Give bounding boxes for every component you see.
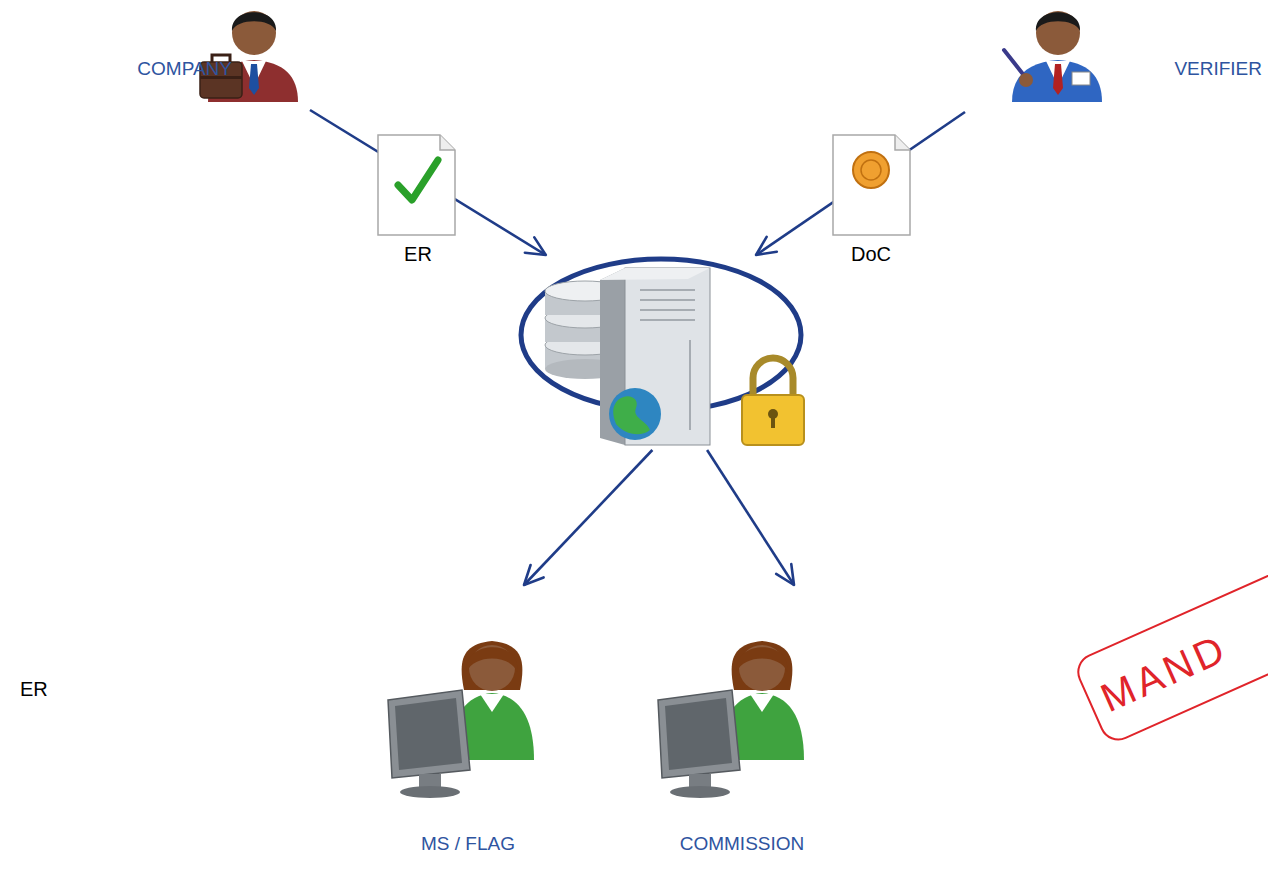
cut-off-label: ER [20,678,48,701]
ms-flag-user-icon [388,641,534,798]
actor-label: COMPANY [137,58,232,80]
flow-arrow [524,450,652,585]
document-label: ER [404,243,432,266]
member-state-user: MS / FLAG [380,585,560,800]
ellipse-ring [521,259,801,411]
actor-label: COMMISSION [680,833,805,855]
stamp-border [1073,541,1268,745]
flow-arrow [310,110,546,255]
verifier-actor: VERIFIER [965,0,1100,112]
commission-user: COMMISSION [650,585,830,800]
verifier-person-icon [1004,11,1102,102]
flow-arrow [707,450,794,585]
actor-label: MS / FLAG [421,833,515,855]
er-document-icon [378,135,455,235]
commission-user-icon [658,641,804,798]
company-actor: COMPANY [200,0,310,110]
stamp-text: MAND [1094,625,1235,721]
ellipse-outline [517,255,805,450]
document-label: DoC [851,243,891,266]
server-database-icon [545,268,804,445]
company-person-icon [200,11,298,102]
doc-document-icon [833,135,910,235]
flow-arrow [756,112,965,255]
central-database [517,255,805,450]
actor-label: VERIFIER [1174,58,1262,80]
